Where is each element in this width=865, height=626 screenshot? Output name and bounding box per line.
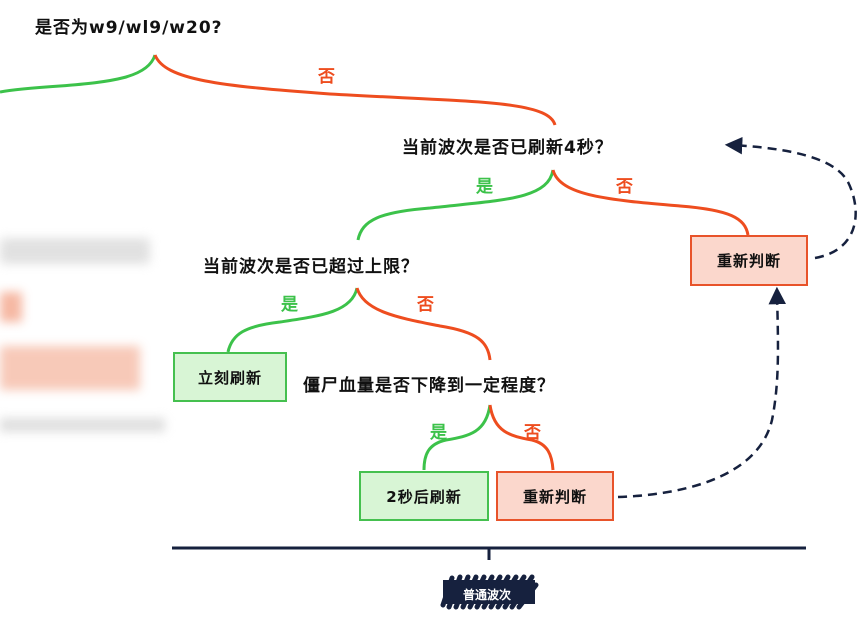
label-no-refresh4: 否 [616,177,633,197]
branch-hp-yes [422,404,492,471]
branch-top-no [153,54,557,126]
dashed-arrow-rejudge2-to-rejudge1 [617,286,787,499]
box-rejudge-2: 重新判断 [496,471,614,521]
branch-refresh4-yes [356,169,555,241]
box-refresh-now: 立刻刷新 [173,352,287,402]
branch-top-yes [0,54,157,94]
label-no-hp: 否 [524,423,541,443]
branch-hp-no [488,404,555,471]
question-refreshed-4s: 当前波次是否已刷新4秒？ [402,138,613,158]
question-is-w9-w19-w20: 是否为w9/wl9/w20? [35,18,223,38]
branch-refresh4-no [551,169,750,236]
branch-limit-no [355,287,492,361]
timeline-label-text: 普通波次 [462,587,511,602]
blurred-panel-row [0,346,140,390]
question-zombie-hp-dropped: 僵尸血量是否下降到一定程度？ [303,376,555,396]
blurred-panel-line [0,418,165,432]
blurred-panel-accent [0,292,22,322]
label-yes-hp: 是 [430,423,447,443]
box-rejudge-1: 重新判断 [690,235,808,286]
label-no-limit: 否 [417,295,434,315]
label-yes-refresh4: 是 [476,177,493,197]
label-no-top: 否 [318,67,335,87]
branch-limit-yes [226,287,359,353]
question-over-limit: 当前波次是否已超过上限？ [203,257,419,277]
label-yes-limit: 是 [281,295,298,315]
box-refresh-after-2s: 2秒后刷新 [359,471,489,521]
timeline-label-badge [440,574,539,610]
timeline-label: 普通波次 [437,575,537,613]
blurred-panel-header [0,238,150,264]
dashed-arrow-rejudge1-to-q4 [724,136,857,260]
